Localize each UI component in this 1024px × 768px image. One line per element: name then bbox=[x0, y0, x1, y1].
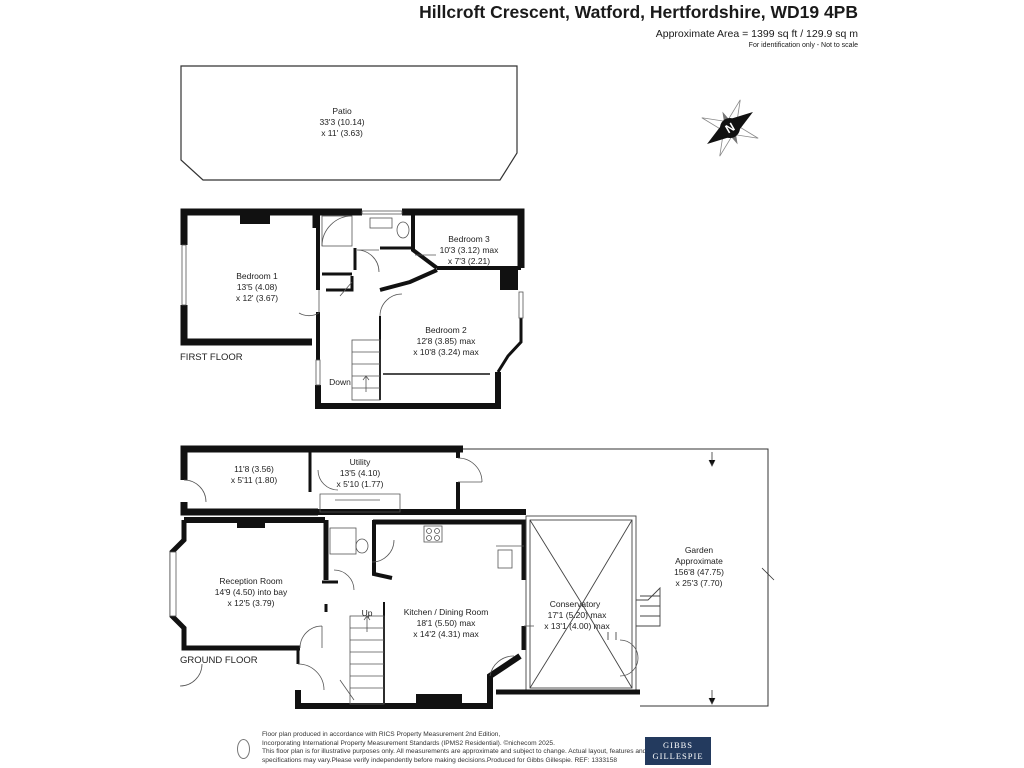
disclaimer-line: Floor plan produced in accordance with R… bbox=[262, 731, 501, 738]
reception-dim2: x 12'5 (3.79) bbox=[228, 598, 275, 608]
ground-floor-label: GROUND FLOOR bbox=[180, 655, 258, 666]
store-dim2: x 5'11 (1.80) bbox=[231, 475, 278, 485]
utility-dim1: 13'5 (4.10) bbox=[340, 468, 381, 478]
bedroom2-dim2: x 10'8 (3.24) max bbox=[413, 347, 479, 357]
garden-approximate: Approximate bbox=[675, 556, 723, 566]
disclaimer-line: specifications may vary.Please verify in… bbox=[262, 756, 618, 764]
bedroom1-dim1: 13'5 (4.08) bbox=[237, 282, 278, 292]
disclaimer-line: Incorporating International Property Mea… bbox=[262, 739, 555, 747]
bedroom1-dim2: x 12' (3.67) bbox=[236, 293, 278, 303]
patio-dim1: 33'3 (10.14) bbox=[319, 117, 364, 127]
bedroom3-dim2: x 7'3 (2.21) bbox=[448, 256, 490, 266]
disclaimer-line: This floor plan is for illustrative purp… bbox=[262, 748, 647, 756]
identification-note: For identification only - Not to scale bbox=[748, 42, 858, 49]
gibbs-gillespie-logo: GIBBS GILLESPIE bbox=[645, 737, 711, 765]
brand-line2: GILLESPIE bbox=[652, 751, 704, 761]
garden-dim2: x 25'3 (7.70) bbox=[676, 578, 723, 588]
disclaimer-footer: Floor plan produced in accordance with R… bbox=[262, 731, 647, 765]
utility-name: Utility bbox=[350, 457, 372, 467]
garden-name: Garden bbox=[685, 545, 714, 555]
reception-name: Reception Room bbox=[219, 576, 282, 586]
patio-dim2: x 11' (3.63) bbox=[321, 128, 363, 138]
ground-floor-fixtures bbox=[169, 457, 639, 705]
kitchen-dim2: x 14'2 (4.31) max bbox=[413, 629, 479, 639]
brand-line1: GIBBS bbox=[662, 740, 694, 750]
compass-icon: N bbox=[701, 99, 759, 157]
garden-dim1: 156'8 (47.75) bbox=[674, 567, 724, 577]
first-floor-fixtures bbox=[181, 210, 524, 401]
ipms-logo-icon bbox=[237, 739, 250, 759]
first-floor-walls bbox=[180, 208, 525, 409]
patio-name: Patio bbox=[332, 106, 352, 116]
bedroom3-name: Bedroom 3 bbox=[448, 234, 490, 244]
bedroom3-dim1: 10'3 (3.12) max bbox=[440, 245, 500, 255]
approximate-area: Approximate Area = 1399 sq ft / 129.9 sq… bbox=[655, 28, 858, 40]
conservatory-name: Conservatory bbox=[550, 599, 601, 609]
garden-boundary bbox=[463, 448, 769, 707]
garden-dimension-ticks bbox=[607, 452, 775, 705]
first-floor-label: FIRST FLOOR bbox=[180, 352, 243, 363]
utility-dim2: x 5'10 (1.77) bbox=[337, 479, 384, 489]
reception-dim1: 14'9 (4.50) into bay bbox=[215, 587, 288, 597]
bedroom2-name: Bedroom 2 bbox=[425, 325, 467, 335]
conservatory-dim1: 17'1 (5.20) max bbox=[548, 610, 608, 620]
conservatory-dim2: x 13'1 (4.00) max bbox=[544, 621, 610, 631]
bedroom1-name: Bedroom 1 bbox=[236, 271, 278, 281]
property-address-title: Hillcroft Crescent, Watford, Hertfordshi… bbox=[419, 2, 858, 22]
conservatory-structure bbox=[496, 515, 661, 695]
kitchen-name: Kitchen / Dining Room bbox=[404, 607, 489, 617]
stairs-down-label: Down bbox=[329, 377, 351, 387]
bedroom2-dim1: 12'8 (3.85) max bbox=[417, 336, 477, 346]
patio-outline bbox=[180, 65, 518, 181]
stairs-up-label: Up bbox=[362, 608, 373, 618]
store-dim1: 11'8 (3.56) bbox=[234, 464, 274, 474]
kitchen-dim1: 18'1 (5.50) max bbox=[417, 618, 477, 628]
